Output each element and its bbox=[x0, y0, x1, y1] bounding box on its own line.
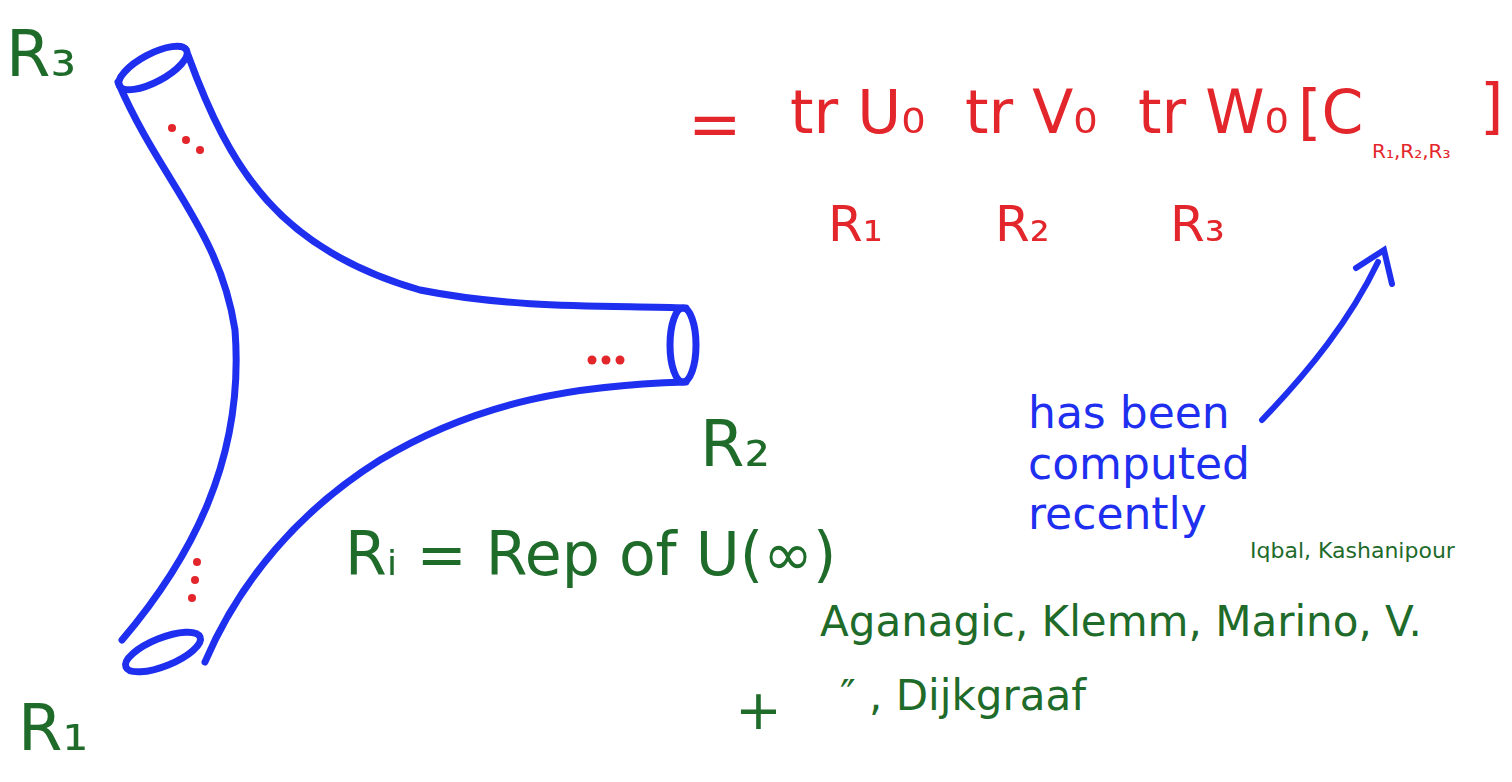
bracket: ] bbox=[1480, 72, 1503, 141]
dot bbox=[588, 356, 597, 365]
dot bbox=[188, 594, 196, 602]
trace-term: tr W₀ bbox=[1138, 78, 1289, 147]
trace-term: tr V₀ bbox=[965, 78, 1097, 147]
tube-end bbox=[670, 308, 696, 382]
dot bbox=[196, 146, 204, 154]
vertex-indices: R₁,R₂,R₃ bbox=[1372, 140, 1450, 163]
citation: Aganagic, Klemm, Marino, V. bbox=[820, 598, 1422, 646]
citation: ″ , Dijkgraaf bbox=[840, 672, 1086, 720]
dot bbox=[616, 356, 625, 365]
plus-sign: + bbox=[735, 678, 782, 742]
dot bbox=[191, 576, 199, 584]
vertex-symbol: [C bbox=[1298, 78, 1363, 147]
tube-end bbox=[113, 38, 193, 98]
note: has been computed recently bbox=[1028, 388, 1328, 540]
citation: Iqbal, Kashanipour bbox=[1250, 538, 1455, 563]
equals-sign: = bbox=[688, 88, 742, 162]
trace-term: tr U₀ bbox=[790, 78, 925, 147]
tube-outline bbox=[118, 82, 236, 640]
tube-end bbox=[121, 624, 206, 680]
rep-subscript: R₃ bbox=[1170, 196, 1225, 254]
rep-subscript: R₂ bbox=[995, 196, 1050, 254]
tube-outline bbox=[188, 55, 686, 308]
dot bbox=[193, 558, 201, 566]
end-label: R₃ bbox=[6, 18, 76, 92]
dot bbox=[168, 124, 176, 132]
dot bbox=[182, 136, 190, 144]
pointer-arrow bbox=[1262, 262, 1378, 420]
end-label: R₂ bbox=[700, 408, 770, 482]
arrow-head bbox=[1356, 250, 1392, 284]
end-label: R₁ bbox=[18, 692, 88, 766]
definition: Rᵢ = Rep of U(∞) bbox=[345, 520, 837, 589]
rep-subscript: R₁ bbox=[828, 196, 883, 254]
dot bbox=[602, 356, 611, 365]
